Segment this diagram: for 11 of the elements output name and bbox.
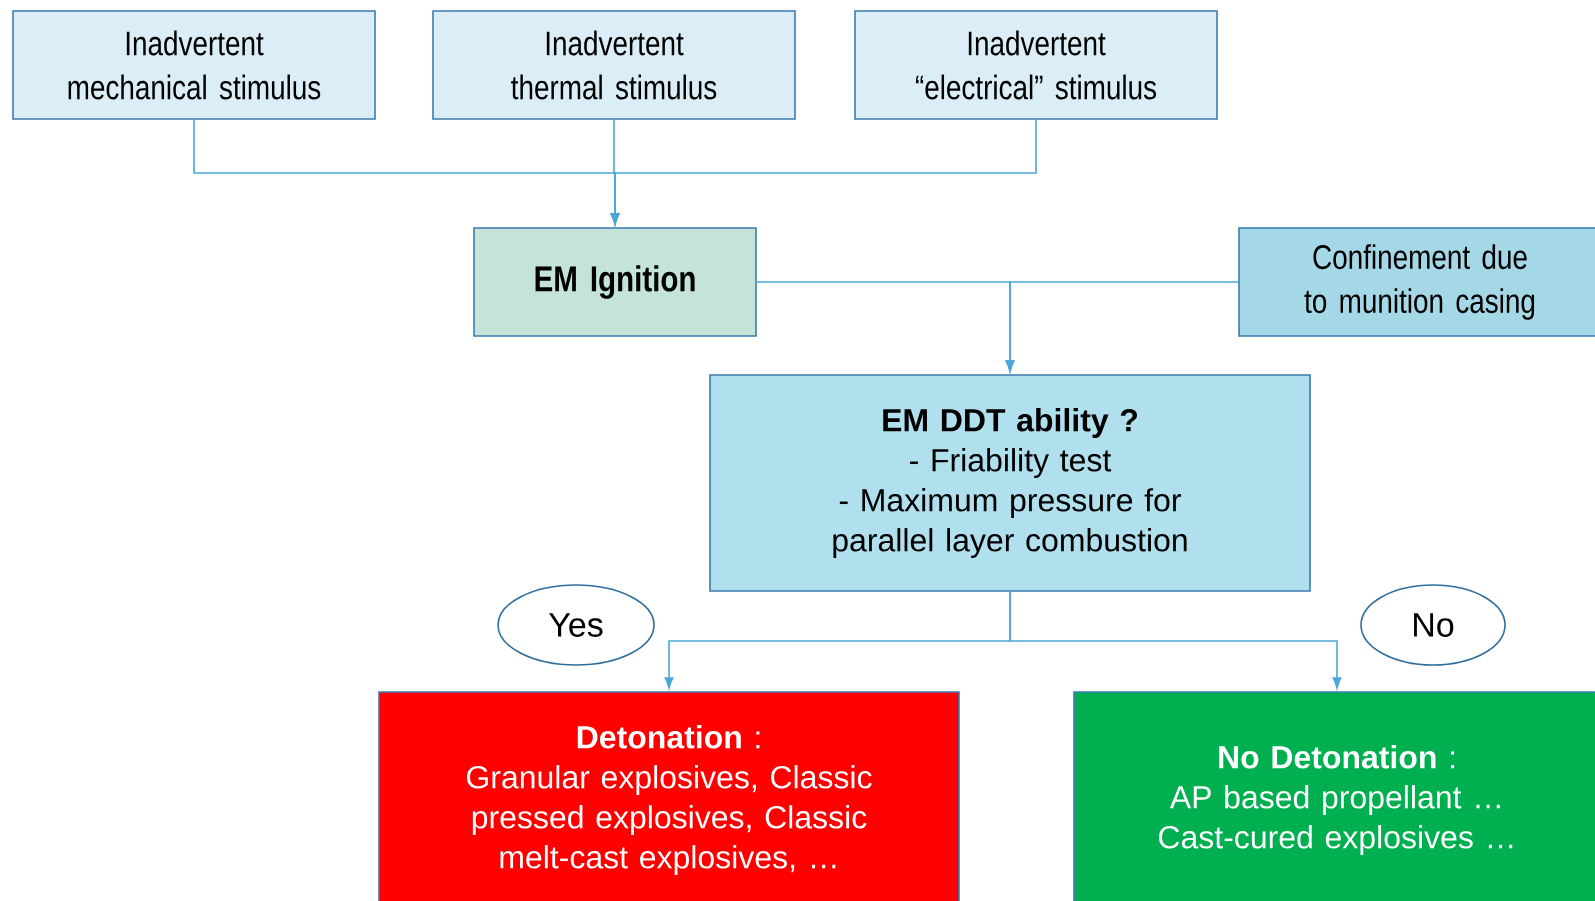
process-box: Inadvertent mechanical stimulus (12, 10, 376, 120)
outcome-box: Detonation : Granular explosives, Classic pressed explosives, Classic melt-cast explosives, … (378, 691, 960, 901)
decision-box: EM DDT ability ? - Friability test - Maximum pressure for parallel layer combustion (709, 374, 1311, 592)
process-box: Inadvertent “electrical” stimulus (854, 10, 1218, 120)
outcome-box: No Detonation : AP based propellant … Cast-cured explosives … (1073, 691, 1595, 901)
connector-arrow (1005, 281, 1239, 372)
connector-arrow (1009, 591, 1342, 689)
process-box: EM Ignition (473, 227, 757, 337)
connector-arrow (610, 119, 1037, 225)
process-box: Inadvertent thermal stimulus (432, 10, 796, 120)
process-box: Confinement due to munition casing (1238, 227, 1595, 337)
